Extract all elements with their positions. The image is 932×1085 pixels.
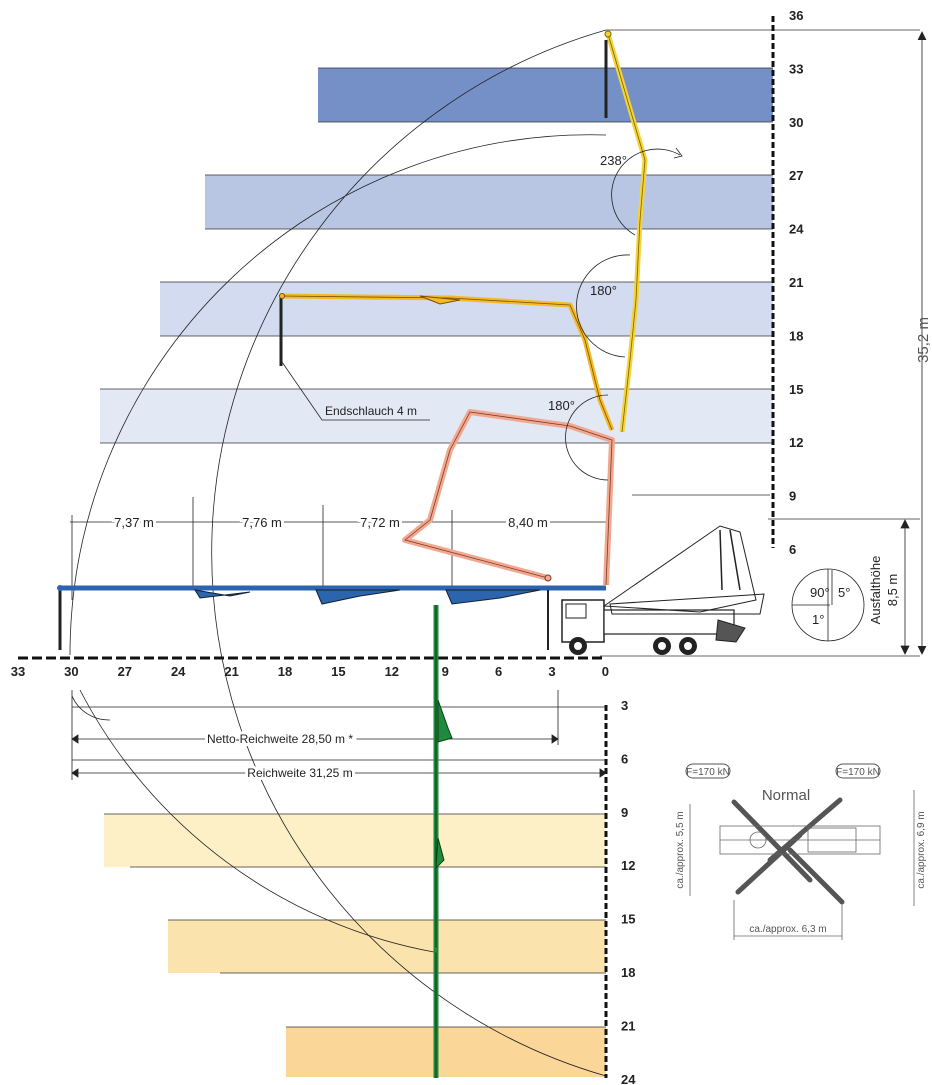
band-depth-21-24	[286, 1027, 606, 1077]
height-tick-label: 27	[789, 168, 803, 183]
band-24-27	[205, 175, 773, 229]
height-tick-labels: 36 33 30 27 24 21 18 15 12 9 6	[789, 8, 804, 557]
segment-dim-3: 7,72 m	[360, 515, 400, 530]
segment-dim-4: 8,40 m	[508, 515, 548, 530]
band-depth-9-12	[104, 814, 606, 867]
reach-arcs	[69, 29, 607, 1077]
truck	[561, 525, 765, 655]
ausfalthoehe-dimension	[900, 519, 910, 655]
reach-tick-label: 3	[548, 664, 555, 679]
angle-238: 238°	[600, 153, 627, 168]
inner-reach-arc-lower	[79, 689, 435, 953]
height-tick-label: 9	[789, 489, 796, 504]
height-tick-label: 36	[789, 8, 803, 23]
total-height-dimension	[917, 31, 927, 655]
netto-reichweite-label: Netto-Reichweite 28,50 m *	[207, 732, 353, 746]
rotation-angle-symbol	[791, 568, 865, 642]
boom-salmon	[402, 409, 615, 586]
reach-tick-label: 24	[171, 664, 186, 679]
reach-tick-label: 9	[442, 664, 449, 679]
reach-tick-label: 15	[331, 664, 345, 679]
boom-green	[433, 605, 453, 1078]
depth-tick-label: 3	[621, 698, 628, 713]
lower-depth-bands	[104, 813, 606, 1077]
depth-tick-label: 24	[621, 1072, 636, 1085]
angle-180-upper: 180°	[590, 283, 617, 298]
outrigger-plan: F=170 kN F=170 kN Normal ca./approx. 5,5…	[675, 763, 927, 940]
endschlauch-label: Endschlauch 4 m	[325, 404, 417, 418]
band-18-21	[160, 282, 773, 336]
reach-tick-label: 12	[385, 664, 399, 679]
height-tick-label: 30	[789, 115, 803, 130]
height-tick-label: 12	[789, 435, 803, 450]
depth-tick-label: 6	[621, 751, 628, 766]
boom-blue	[57, 585, 606, 650]
reichweite-label: Reichweite 31,25 m	[247, 766, 352, 780]
reach-tick-label: 18	[278, 664, 292, 679]
height-tick-label: 24	[789, 222, 804, 237]
inner-reach-arc	[69, 134, 607, 656]
reach-tick-label: 0	[602, 664, 609, 679]
depth-tick-label: 18	[621, 965, 635, 980]
reach-tick-label: 27	[118, 664, 132, 679]
total-height-label: 35,2 m	[915, 317, 932, 363]
outrigger-force-right: F=170 kN	[836, 767, 880, 778]
rotation-90: 90°	[810, 585, 830, 600]
depth-scale: 3 6 9 12 15 18 21 24	[604, 698, 636, 1085]
ausfalthoehe-title: Ausfalthöhe	[868, 556, 883, 625]
outrigger-dim-left: ca./approx. 5,5 m	[675, 811, 686, 888]
outrigger-dim-right: ca./approx. 6,9 m	[916, 811, 927, 888]
height-scale: 36 33 30 27 24 21 18 15 12 9 6	[771, 8, 804, 557]
depth-tick-label: 9	[621, 805, 628, 820]
ausfalthoehe-value: 8,5 m	[885, 574, 900, 607]
height-tick-label: 33	[789, 61, 803, 76]
upper-height-bands	[100, 67, 773, 444]
depth-tick-label: 15	[621, 912, 635, 927]
outer-reach-arc	[211, 29, 607, 1077]
boom-orange	[279, 293, 615, 431]
band-depth-15-18	[168, 920, 606, 973]
band-12-15	[100, 389, 773, 443]
rotation-5: 5°	[838, 585, 850, 600]
segment-dimensions	[70, 497, 606, 600]
outrigger-mode: Normal	[762, 787, 810, 804]
guide-lines	[600, 29, 920, 657]
height-tick-label: 18	[789, 328, 803, 343]
boom-yellow	[604, 30, 648, 433]
reach-arc-small	[71, 695, 111, 721]
rotation-1: 1°	[812, 612, 824, 627]
reach-tick-label: 30	[64, 664, 78, 679]
reach-tick-label: 6	[495, 664, 502, 679]
segment-dim-1: 7,37 m	[114, 515, 154, 530]
reach-tick-label: 33	[11, 664, 25, 679]
depth-tick-labels: 3 6 9 12 15 18 21 24	[621, 698, 636, 1085]
outrigger-dim-bottom: ca./approx. 6,3 m	[749, 924, 826, 935]
height-tick-label: 15	[789, 382, 803, 397]
segment-dim-2: 7,76 m	[242, 515, 282, 530]
band-30-33	[318, 68, 773, 122]
depth-tick-label: 12	[621, 858, 635, 873]
angle-arcs	[565, 147, 683, 481]
height-tick-label: 6	[789, 542, 796, 557]
reach-tick-label: 21	[224, 664, 238, 679]
depth-tick-label: 21	[621, 1018, 635, 1033]
outrigger-force-left: F=170 kN	[686, 767, 730, 778]
reach-dimensions	[71, 690, 607, 780]
angle-180-lower: 180°	[548, 398, 575, 413]
endschlauch-leader	[281, 361, 430, 421]
height-tick-label: 21	[789, 275, 803, 290]
